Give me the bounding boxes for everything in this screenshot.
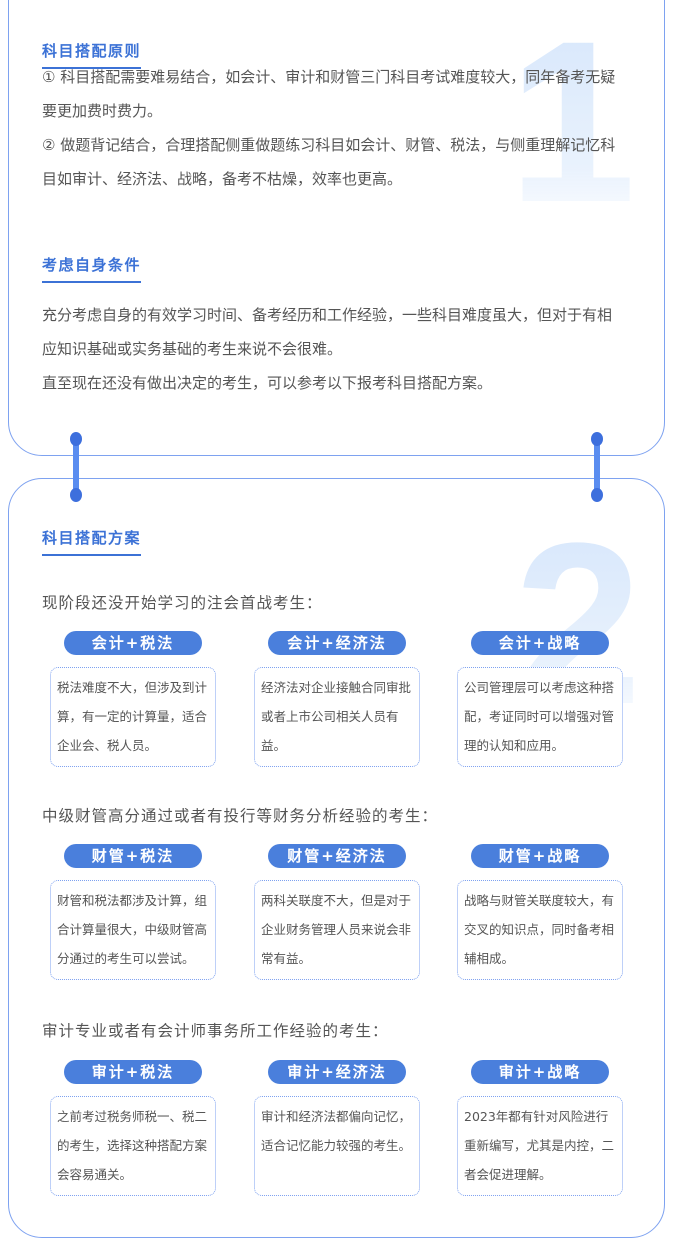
combo-pill: 审计+经济法	[268, 1060, 406, 1084]
combo-description: 公司管理层可以考虑这种搭配，考证同时可以增强对管理的认知和应用。	[457, 667, 623, 767]
combo-card: 会计+税法 税法难度不大，但涉及到计算，有一定的计算量，适合企业会、税人员。	[50, 631, 216, 767]
principles-paragraph-1: ① 科目搭配需要难易结合，如会计、审计和财管三门科目考试难度较大，同年备考无疑要…	[42, 68, 616, 120]
combo-pill: 财管+税法	[64, 844, 202, 868]
section-title-plans: 科目搭配方案	[42, 527, 142, 556]
combo-card: 审计+经济法 审计和经济法都偏向记忆，适合记忆能力较强的考生。	[254, 1060, 420, 1196]
group-label-first-time: 现阶段还没开始学习的注会首战考生：	[42, 594, 323, 612]
combo-description: 审计和经济法都偏向记忆，适合记忆能力较强的考生。	[254, 1096, 420, 1196]
self-conditions-paragraph-1: 充分考虑自身的有效学习时间、备考经历和工作经验，一些科目难度虽大，但对于有相应知…	[42, 306, 613, 358]
combo-description: 税法难度不大，但涉及到计算，有一定的计算量，适合企业会、税人员。	[50, 667, 216, 767]
principles-paragraph-2: ② 做题背记结合，合理搭配侧重做题练习科目如会计、财管、税法，与侧重理解记忆科目…	[42, 136, 616, 188]
combo-card: 审计+税法 之前考过税务师税一、税二的考生，选择这种搭配方案会容易通关。	[50, 1060, 216, 1196]
combo-pill: 会计+战略	[471, 631, 609, 655]
combo-card: 财管+经济法 两科关联度不大，但是对于企业财务管理人员来说会非常有益。	[254, 844, 420, 980]
combo-card: 会计+经济法 经济法对企业接触合同审批或者上市公司相关人员有益。	[254, 631, 420, 767]
combo-description: 财管和税法都涉及计算，组合计算量很大，中级财管高分通过的考生可以尝试。	[50, 880, 216, 980]
principles-card: 1	[8, 0, 665, 456]
combo-pill: 审计+战略	[471, 1060, 609, 1084]
combo-pill: 会计+经济法	[268, 631, 406, 655]
binder-ring-right	[591, 432, 603, 502]
combo-pill: 审计+税法	[64, 1060, 202, 1084]
ring-dot-icon	[70, 488, 82, 502]
group-label-audit: 审计专业或者有会计师事务所工作经验的考生：	[42, 1022, 389, 1040]
combo-pill: 财管+战略	[471, 844, 609, 868]
section-title-principles: 科目搭配原则	[42, 40, 142, 69]
ring-dot-icon	[70, 432, 82, 446]
combo-description: 之前考过税务师税一、税二的考生，选择这种搭配方案会容易通关。	[50, 1096, 216, 1196]
combo-description: 两科关联度不大，但是对于企业财务管理人员来说会非常有益。	[254, 880, 420, 980]
ring-dot-icon	[591, 488, 603, 502]
combo-card: 财管+税法 财管和税法都涉及计算，组合计算量很大，中级财管高分通过的考生可以尝试…	[50, 844, 216, 980]
combo-card: 财管+战略 战略与财管关联度较大，有交叉的知识点，同时备考相辅相成。	[457, 844, 623, 980]
section-title-self-conditions: 考虑自身条件	[42, 254, 142, 283]
combo-pill: 财管+经济法	[268, 844, 406, 868]
combo-description: 经济法对企业接触合同审批或者上市公司相关人员有益。	[254, 667, 420, 767]
self-conditions-paragraph-2: 直至现在还没有做出决定的考生，可以参考以下报考科目搭配方案。	[42, 374, 493, 392]
watermark-number-1: 1	[508, 0, 636, 250]
combo-description: 战略与财管关联度较大，有交叉的知识点，同时备考相辅相成。	[457, 880, 623, 980]
combo-card: 会计+战略 公司管理层可以考虑这种搭配，考证同时可以增强对管理的认知和应用。	[457, 631, 623, 767]
binder-ring-left	[70, 432, 82, 502]
group-label-intermediate-finance: 中级财管高分通过或者有投行等财务分析经验的考生：	[42, 807, 439, 825]
combo-card: 审计+战略 2023年都有针对风险进行重新编写，尤其是内控，二者会促进理解。	[457, 1060, 623, 1196]
ring-dot-icon	[591, 432, 603, 446]
combo-description: 2023年都有针对风险进行重新编写，尤其是内控，二者会促进理解。	[457, 1096, 623, 1196]
combo-pill: 会计+税法	[64, 631, 202, 655]
